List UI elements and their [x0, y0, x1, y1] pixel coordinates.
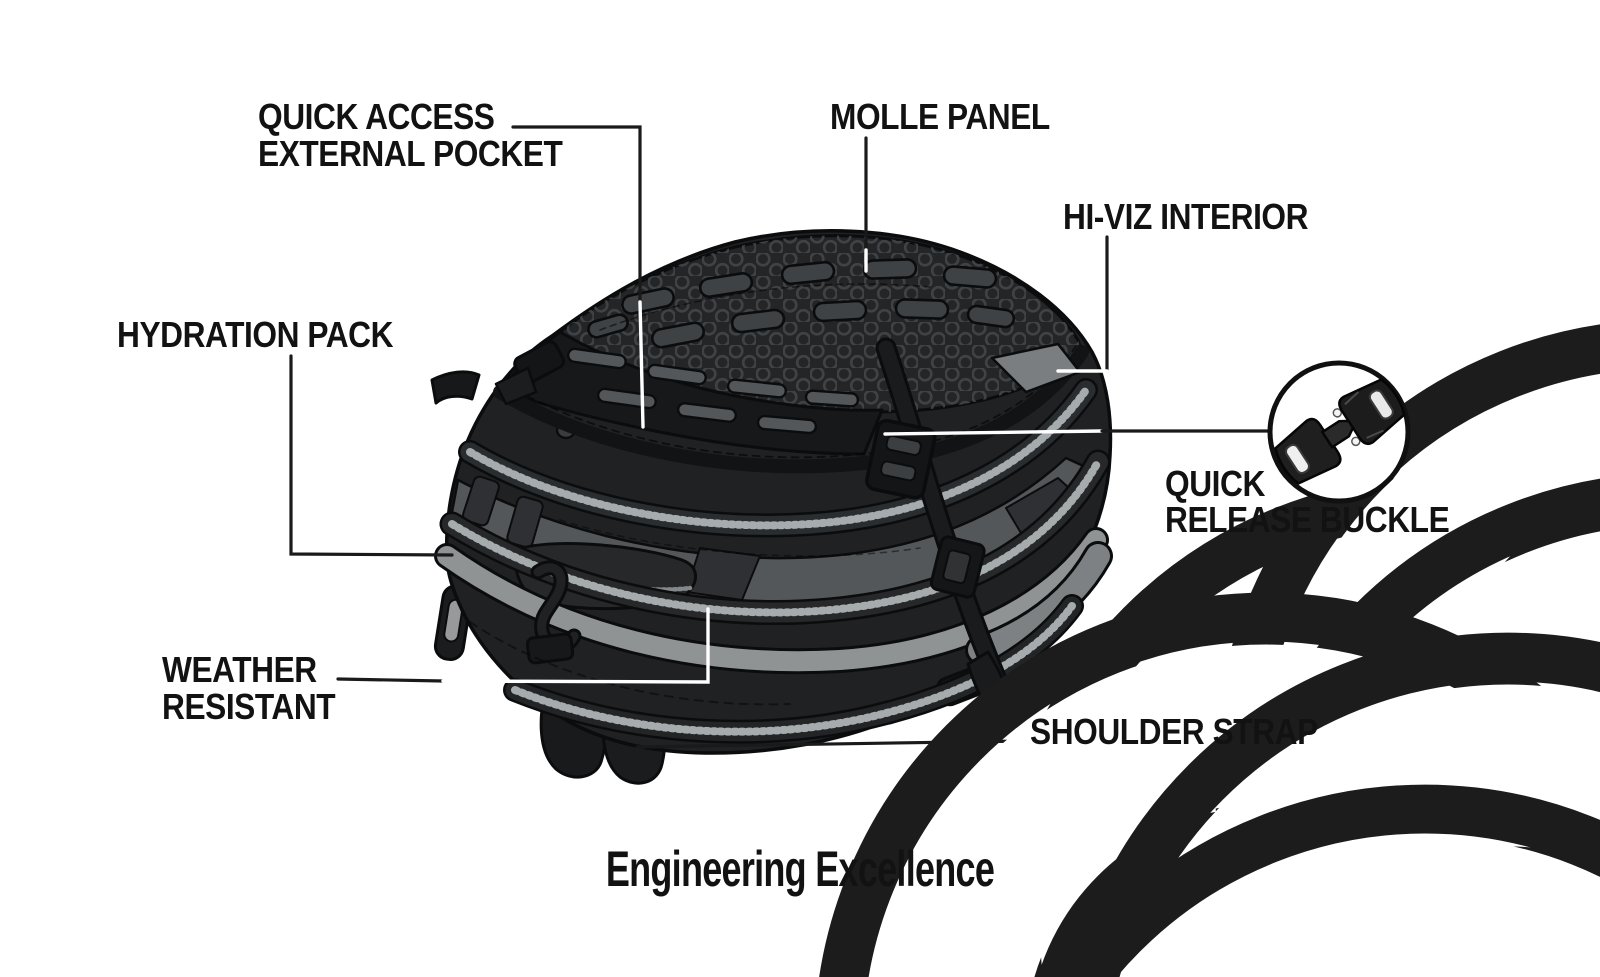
hydration-label: HYDRATION PACK	[117, 314, 394, 355]
top-left-buckle	[430, 340, 566, 406]
buckle-icon	[1274, 378, 1406, 485]
weather-label: WEATHER RESISTANT	[162, 649, 336, 727]
quick-access-leader-line-on-bag	[638, 300, 645, 429]
molle-panel-label: MOLLE PANEL	[830, 96, 1050, 137]
quick-release-leader-line-on-bag	[883, 429, 1104, 436]
bag-illustration	[430, 229, 1113, 785]
quick-access-label: QUICK ACCESS EXTERNAL POCKET	[258, 96, 563, 174]
quick-release-label: QUICK RELEASE BUCKLE	[1165, 463, 1450, 540]
quick-access-leader-line	[511, 125, 642, 304]
strap-keeper-lower	[929, 535, 986, 599]
shoulder-label: SHOULDER STRAP	[1030, 711, 1318, 752]
lid-zipper	[458, 378, 1098, 538]
weather-leader-line-on-bag	[441, 607, 710, 684]
bottom-zipper	[503, 594, 1084, 744]
molle-top-panel	[558, 234, 1084, 414]
hydration-leader-line	[289, 354, 454, 557]
cinch-strap	[865, 337, 1013, 709]
ladder-lock-buckle	[865, 418, 937, 500]
quick-release-buckle-inset	[1267, 360, 1411, 504]
hi-viz-label: HI-VIZ INTERIOR	[1063, 196, 1309, 237]
weather-leader-line	[336, 677, 445, 683]
mesh-slots	[587, 258, 1016, 349]
tagline: Engineering Excellence	[605, 841, 995, 897]
lid-rim	[493, 345, 1089, 474]
